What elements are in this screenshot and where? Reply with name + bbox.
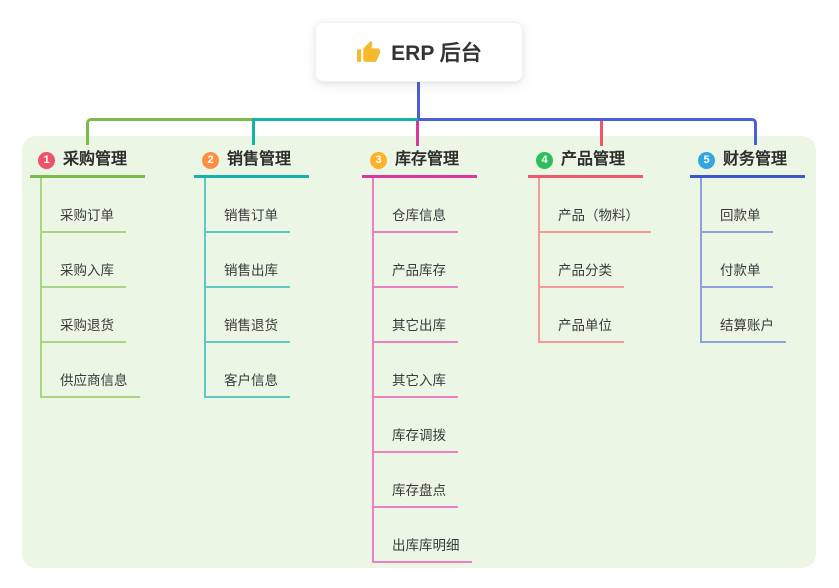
branch-finance: 5 财务管理 回款单付款单结算账户: [690, 146, 806, 343]
child-node[interactable]: 销售订单: [206, 178, 290, 233]
connector-bus-mid-teal: [252, 118, 418, 145]
branch-children: 回款单付款单结算账户: [700, 178, 786, 343]
child-node[interactable]: 回款单: [702, 178, 773, 233]
branch-label: 库存管理: [395, 151, 460, 168]
child-node[interactable]: 其它入库: [374, 343, 458, 398]
branch-badge: 2: [202, 151, 219, 169]
child-node[interactable]: 付款单: [702, 233, 773, 288]
child-node[interactable]: 出库库明细: [374, 508, 472, 563]
child-node[interactable]: 产品（物料）: [540, 178, 651, 233]
child-node[interactable]: 产品库存: [374, 233, 458, 288]
branch-label: 销售管理: [227, 151, 292, 168]
child-node[interactable]: 采购退货: [42, 288, 126, 343]
branch-node-purchase[interactable]: 1 采购管理: [30, 146, 146, 178]
child-node[interactable]: 采购入库: [42, 233, 126, 288]
branch-purchase: 1 采购管理 采购订单采购入库采购退货供应商信息: [30, 146, 146, 398]
child-node[interactable]: 结算账户: [702, 288, 786, 343]
branch-badge: 5: [698, 151, 715, 169]
branch-children: 仓库信息产品库存其它出库其它入库库存调拨库存盘点出库库明细: [372, 178, 472, 563]
child-node[interactable]: 库存盘点: [374, 453, 458, 508]
branch-badge: 3: [370, 151, 387, 169]
child-node[interactable]: 库存调拨: [374, 398, 458, 453]
root-node[interactable]: ERP 后台: [315, 22, 523, 82]
connector-root-vertical: [417, 82, 420, 119]
branch-children: 采购订单采购入库采购退货供应商信息: [40, 178, 140, 398]
child-node[interactable]: 供应商信息: [42, 343, 140, 398]
branch-node-finance[interactable]: 5 财务管理: [690, 146, 806, 178]
branch-label: 财务管理: [723, 151, 788, 168]
mindmap-panel: [22, 136, 816, 568]
child-node[interactable]: 产品分类: [540, 233, 624, 288]
child-node[interactable]: 销售出库: [206, 233, 290, 288]
branch-node-sales[interactable]: 2 销售管理: [194, 146, 310, 178]
branch-children: 销售订单销售出库销售退货客户信息: [204, 178, 290, 398]
connector-bus-left-green: [86, 118, 252, 145]
child-node[interactable]: 仓库信息: [374, 178, 458, 233]
child-node[interactable]: 产品单位: [540, 288, 624, 343]
connector-bus-right-blue: [418, 118, 757, 145]
thumbs-up-icon: [357, 40, 381, 62]
child-node[interactable]: 其它出库: [374, 288, 458, 343]
branch-badge: 1: [38, 151, 55, 169]
branch-children: 产品（物料）产品分类产品单位: [538, 178, 651, 343]
branch-node-product[interactable]: 4 产品管理: [528, 146, 644, 178]
child-node[interactable]: 采购订单: [42, 178, 126, 233]
branch-node-inventory[interactable]: 3 库存管理: [362, 146, 478, 178]
branch-product: 4 产品管理 产品（物料）产品分类产品单位: [528, 146, 651, 343]
branch-label: 采购管理: [63, 151, 128, 168]
child-node[interactable]: 客户信息: [206, 343, 290, 398]
connector-drop-inventory: [416, 121, 419, 146]
branch-label: 产品管理: [561, 151, 626, 168]
branch-badge: 4: [536, 151, 553, 169]
child-node[interactable]: 销售退货: [206, 288, 290, 343]
root-title: ERP 后台: [391, 42, 482, 65]
branch-sales: 2 销售管理 销售订单销售出库销售退货客户信息: [194, 146, 310, 398]
branch-inventory: 3 库存管理 仓库信息产品库存其它出库其它入库库存调拨库存盘点出库库明细: [362, 146, 478, 563]
connector-drop-product: [600, 121, 603, 146]
